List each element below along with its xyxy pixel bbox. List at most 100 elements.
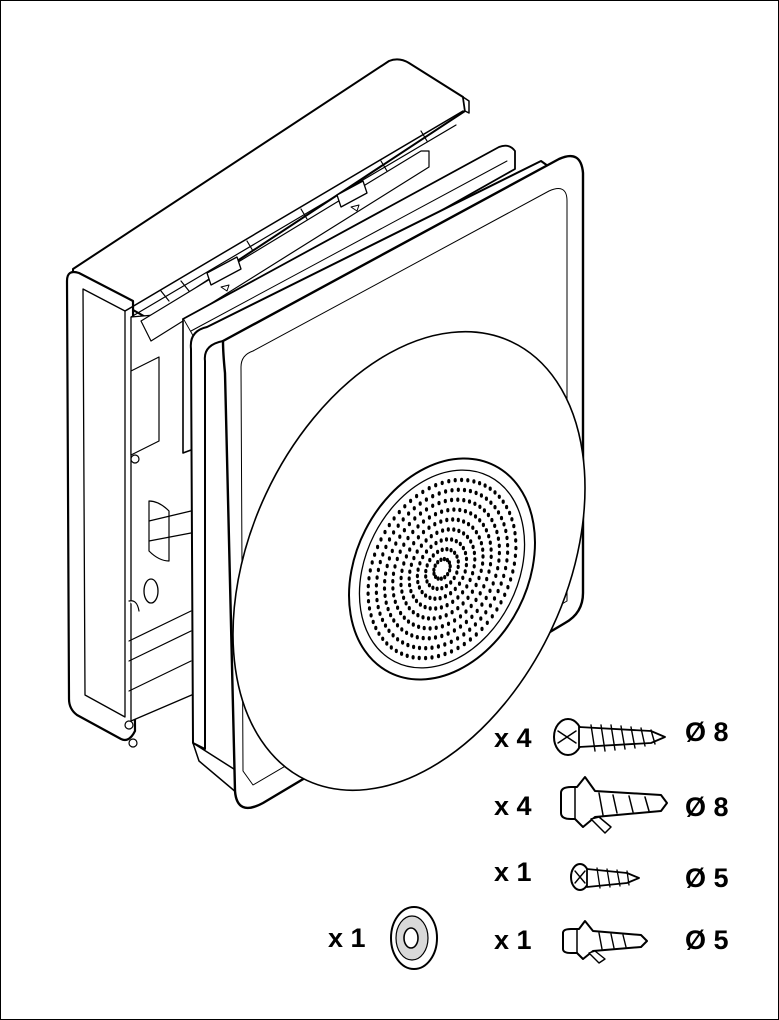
grille-hole <box>393 564 396 568</box>
grille-hole <box>469 539 472 543</box>
grille-hole <box>433 616 436 620</box>
grille-hole <box>412 645 415 649</box>
grille-hole <box>455 539 458 543</box>
grille-hole <box>423 626 426 630</box>
grille-hole <box>430 534 433 538</box>
grille-hole <box>428 583 431 587</box>
grille-hole <box>443 575 446 579</box>
grille-hole <box>396 637 399 641</box>
grille-hole <box>412 655 415 659</box>
grille-hole <box>497 589 500 593</box>
grille-hole <box>434 483 437 487</box>
grille-hole <box>441 548 444 552</box>
grille-hole <box>384 571 387 575</box>
grille-hole <box>421 555 424 559</box>
grille-hole <box>418 646 421 650</box>
grille-hole <box>396 557 399 561</box>
grille-hole <box>425 497 428 501</box>
grille-hole <box>430 655 433 659</box>
grille-hole <box>385 641 388 645</box>
grille-hole <box>474 514 477 518</box>
grille-hole <box>406 536 409 540</box>
grille-hole <box>377 568 380 572</box>
grille-hole <box>408 570 411 574</box>
grille-hole <box>412 622 415 626</box>
grille-hole <box>489 541 492 545</box>
grille-hole <box>443 642 446 646</box>
grille-hole <box>424 593 427 597</box>
plug-5-diameter: Ø 5 <box>685 927 729 954</box>
grille-hole <box>432 572 435 576</box>
grille-hole <box>397 524 400 528</box>
grille-hole <box>391 586 394 590</box>
grille-hole <box>462 601 465 605</box>
grille-hole <box>436 560 439 564</box>
grille-hole <box>457 559 460 563</box>
grille-hole <box>506 551 509 555</box>
grille-hole <box>482 523 485 527</box>
grille-hole <box>401 640 404 644</box>
grille-hole <box>487 513 490 517</box>
grille-hole <box>400 652 403 656</box>
grille-hole <box>436 550 439 554</box>
grille-hole <box>408 576 411 580</box>
grille-hole <box>441 481 444 485</box>
grille-hole <box>398 535 401 539</box>
grille-hole <box>398 510 401 514</box>
wall-plug-small-icon <box>563 921 647 963</box>
grille-hole <box>421 590 424 594</box>
grille-hole <box>497 537 500 541</box>
grille-hole <box>418 656 421 660</box>
grille-hole <box>480 627 483 631</box>
grille-hole <box>402 596 405 600</box>
grille-hole <box>403 616 406 620</box>
grille-hole <box>443 557 446 561</box>
grille-hole <box>491 614 494 618</box>
grille-hole <box>432 553 435 557</box>
grille-hole <box>389 613 392 617</box>
grille-hole <box>396 623 399 627</box>
grille-hole <box>466 478 469 482</box>
grille-hole <box>381 618 384 622</box>
grille-hole <box>473 557 476 561</box>
grille-hole <box>383 579 386 583</box>
grille-hole <box>396 606 399 610</box>
grille-hole <box>481 554 484 558</box>
grille-hole <box>440 586 443 590</box>
grille-hole <box>425 507 428 511</box>
grille-hole <box>415 494 418 498</box>
grille-hole <box>499 600 502 604</box>
grille-hole <box>450 537 453 541</box>
grille-hole <box>465 620 468 624</box>
grille-hole <box>444 489 447 493</box>
grille-hole <box>497 510 500 514</box>
screw-5-quantity: x 1 <box>494 859 532 886</box>
grille-hole <box>479 591 482 595</box>
grille-hole <box>494 574 497 578</box>
grille-hole <box>434 606 437 610</box>
grille-hole <box>462 531 465 535</box>
grille-hole <box>367 584 370 588</box>
grille-hole <box>400 589 403 593</box>
grille-hole <box>440 634 443 638</box>
grille-hole <box>464 569 467 573</box>
grille-hole <box>441 528 444 532</box>
grille-hole <box>416 524 419 528</box>
grille-hole <box>376 575 379 579</box>
grille-hole <box>367 599 370 603</box>
grille-hole <box>480 493 483 497</box>
grille-hole <box>485 528 488 532</box>
grille-hole <box>375 591 378 595</box>
grille-hole <box>439 558 442 562</box>
grille-hole <box>409 589 412 593</box>
grille-hole <box>445 547 448 551</box>
wall-plug-icon <box>561 777 667 833</box>
grille-hole <box>489 562 492 566</box>
grille-hole <box>482 584 485 588</box>
grille-hole <box>441 624 444 628</box>
grille-hole <box>421 615 424 619</box>
grille-hole <box>446 603 449 607</box>
grille-hole <box>510 517 513 521</box>
